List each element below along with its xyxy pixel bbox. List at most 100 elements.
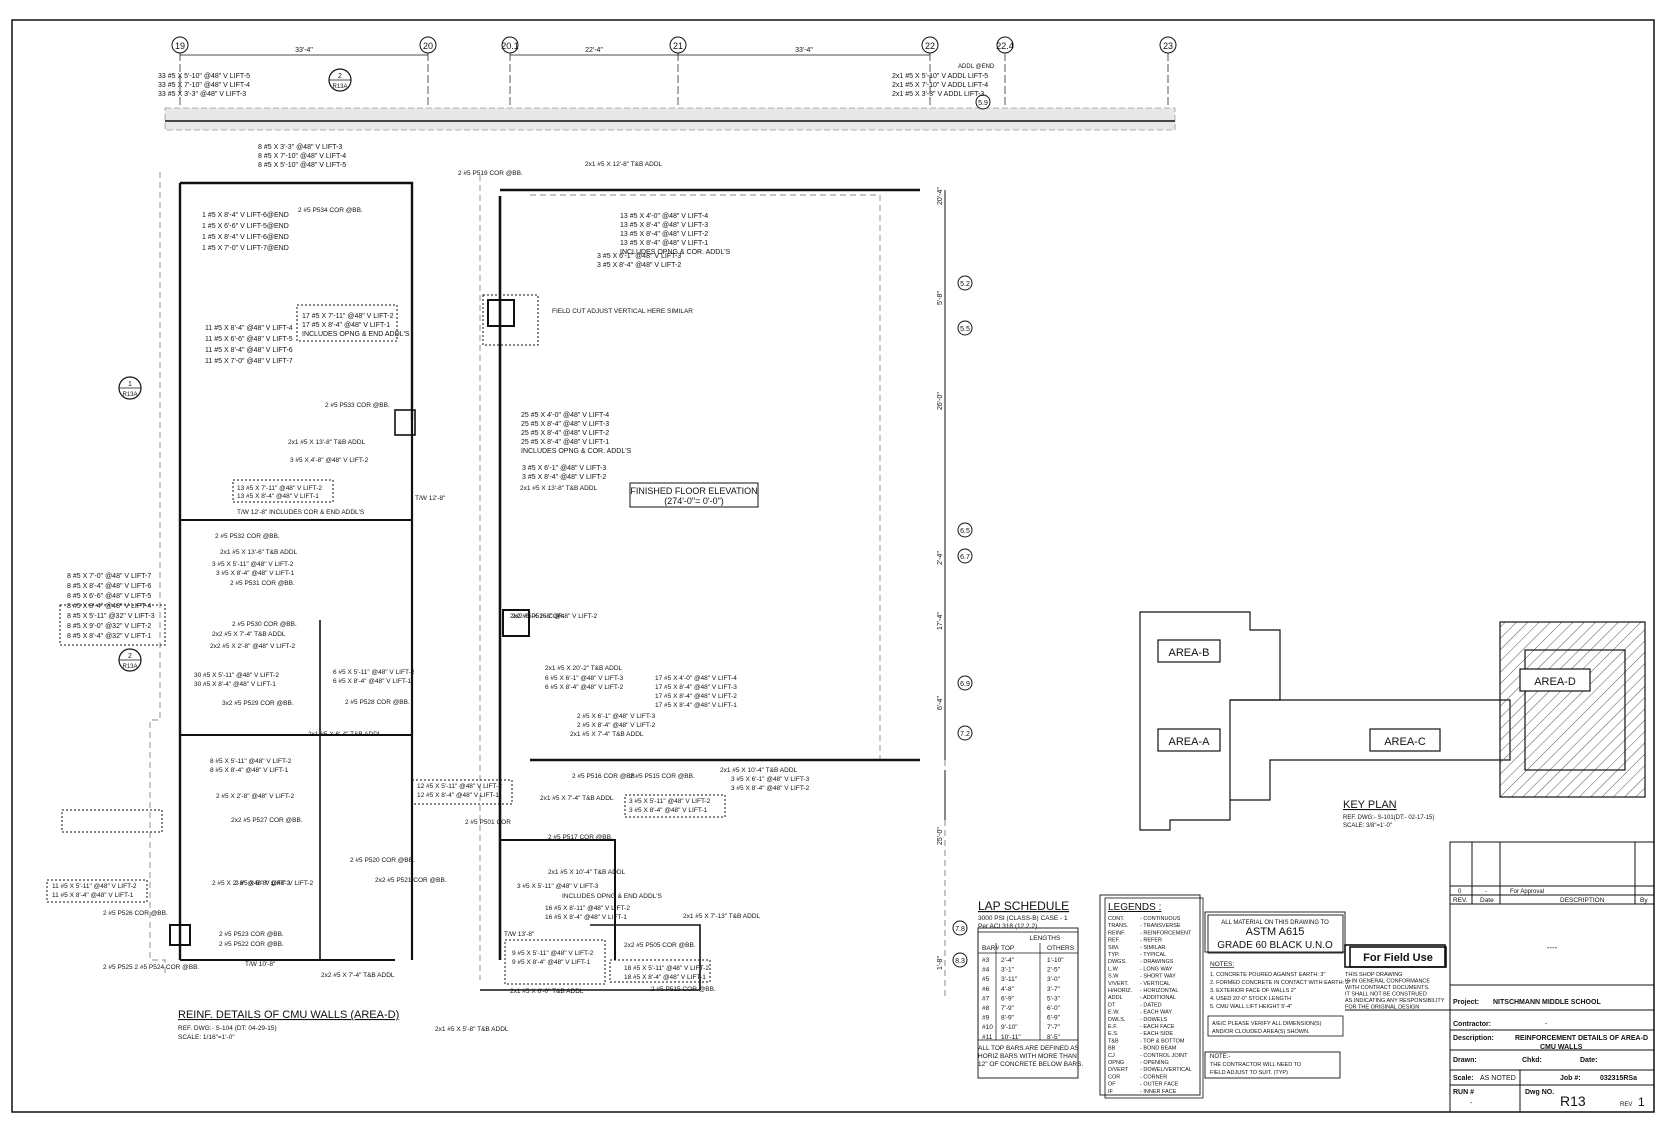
dimension-label: 22'-4" bbox=[585, 47, 603, 54]
scale-value: AS NOTED bbox=[1480, 1075, 1516, 1082]
legend-meaning: - DATED bbox=[1140, 1002, 1162, 1008]
rebar-callout: 33 #5 X 7'-10" @48" V LIFT-4 bbox=[158, 82, 250, 89]
run-label: RUN # bbox=[1453, 1089, 1474, 1096]
rebar-callout: 16 #5 X 8'-4" @48" V LIFT-1 bbox=[545, 914, 627, 921]
rebar-callout: 2x2 #5 P521 COR @BB. bbox=[375, 877, 447, 884]
lap-table-cell: 5'-3" bbox=[1047, 995, 1061, 1002]
stamp-label: For Field Use bbox=[1363, 952, 1433, 964]
rebar-callout: 6 #5 X 8'-4" @48" V LIFT-1 bbox=[333, 678, 412, 685]
section-mark-sheet: R13A bbox=[122, 664, 137, 670]
drawn-label: Drawn: bbox=[1453, 1057, 1477, 1064]
rebar-callout: 17 #5 X 8'-4" @48" V LIFT-1 bbox=[302, 322, 390, 329]
dimension-label: 6'-4" bbox=[937, 696, 944, 710]
grid-bubble bbox=[1159, 36, 1177, 54]
description-line: REINFORCEMENT DETAILS OF AREA-D bbox=[1515, 1035, 1648, 1042]
contractor-name: - bbox=[1545, 1021, 1548, 1028]
revision-header: Date bbox=[1480, 897, 1494, 904]
revision-placeholder: ---- bbox=[1547, 943, 1558, 952]
grid-bubble-label: 22 bbox=[925, 41, 935, 51]
lap-table-header: OTHERS bbox=[1047, 945, 1075, 952]
rebar-callout: 3 #5 X 6'-1" @48" V LIFT-3 bbox=[731, 776, 810, 783]
legend-abbr: OPNG bbox=[1108, 1060, 1124, 1066]
material-notes-box bbox=[1204, 911, 1346, 1079]
rebar-callout: 2x2 #5 P527 COR @BB. bbox=[231, 817, 303, 824]
rebar-callout: 2 #5 P501 COR bbox=[465, 819, 511, 826]
rebar-callout: 2 #5 P519 COR @BB. bbox=[458, 170, 523, 177]
description-line: CMU WALLS bbox=[1540, 1044, 1583, 1051]
rebar-callout: 17 #5 X 7'-11" @48" V LIFT-2 bbox=[302, 313, 394, 320]
rebar-callout: 2x1 #5 X 7'-10" V ADDL LIFT-4 bbox=[892, 82, 988, 89]
rebar-callout: 2x1 #5 X 7'-13" T&B ADDL bbox=[683, 913, 761, 920]
key-plan-scale: SCALE: 3/8"=1'-0" bbox=[1343, 823, 1392, 829]
job-label: Job #: bbox=[1560, 1075, 1581, 1082]
lap-table-cell: 2'-4" bbox=[1001, 957, 1015, 964]
rebar-callout: 3 #5 X 5'-11" @48" V LIFT-2 bbox=[629, 798, 711, 805]
legend-meaning: - TRANSVERSE bbox=[1140, 923, 1181, 929]
rebar-callout: 8 #5 X 5'-11" @48" V LIFT-2 bbox=[210, 758, 292, 765]
grid-bubble bbox=[996, 36, 1014, 54]
rebar-callout: 1 #5 X 7'-0" V LIFT-7@END bbox=[202, 245, 289, 252]
scale-label: Scale: bbox=[1453, 1075, 1474, 1082]
note-text: FIELD ADJUST TO SUIT. (TYP) bbox=[1210, 1070, 1288, 1076]
rebar-callout: 12 #5 X 8'-4" @48" V LIFT-1 bbox=[417, 792, 499, 799]
legend-meaning: - SHORT WAY bbox=[1140, 974, 1176, 980]
floor-elevation-label: FINISHED FLOOR ELEVATION bbox=[630, 486, 757, 496]
lap-table-cell: 1'-10" bbox=[1047, 957, 1064, 964]
revision-cell: For Approval bbox=[1510, 889, 1544, 895]
floor-elevation-box bbox=[629, 482, 759, 508]
rebar-callout: T/W 10'-8" bbox=[245, 961, 276, 968]
legend-abbr: REF. bbox=[1108, 938, 1120, 944]
rebar-callout: 8 #5 X 3'-3" @48" V LIFT-3 bbox=[258, 144, 342, 151]
rebar-callout: 2 #5 P530 COR @BB. bbox=[232, 621, 297, 628]
rebar-callout: 2 #5 P525 2 #5 P524 COR @BB. bbox=[103, 964, 199, 971]
legend-abbr: BB bbox=[1108, 1046, 1116, 1052]
dimension-label: 2'-4" bbox=[937, 551, 944, 565]
note-item: 5. CMU WALL LIFT HEIGHT 5'-4" bbox=[1210, 1004, 1292, 1010]
lap-table-cell: 3'-7" bbox=[1047, 986, 1061, 993]
rebar-callout: 1 #5 X 6'-6" V LIFT-5@END bbox=[202, 223, 289, 230]
grid-bubble bbox=[957, 725, 973, 741]
contractor-label: Contractor: bbox=[1453, 1021, 1491, 1028]
grid-bubble-label: 19 bbox=[175, 41, 185, 51]
legend-meaning: - CONTROL JOINT bbox=[1140, 1053, 1188, 1059]
rebar-callout: 11 #5 X 7'-0" @48" V LIFT-7 bbox=[205, 358, 293, 365]
grid-bubble-label: 6.7 bbox=[960, 554, 970, 561]
rebar-callout: 3 #5 X 6'-1" @48" V LIFT-3 bbox=[522, 465, 606, 472]
lap-schedule-footnote: ALL TOP BARS ARE DEFINED AS bbox=[978, 1045, 1080, 1052]
rebar-callout: 33 #5 X 3'-3" @48" V LIFT-3 bbox=[158, 91, 246, 98]
rebar-callout: 2 #5 P523 COR @BB. bbox=[219, 931, 284, 938]
rebar-callout: 13 #5 X 8'-4" @48" V LIFT-1 bbox=[237, 493, 319, 500]
rebar-callout: 3 #5 X 6'-1" @48" V LIFT-3 bbox=[597, 253, 681, 260]
rebar-callout: 2 #5 X 8'-4" @48" V LIFT-2 bbox=[577, 722, 656, 729]
rebar-callout: 6 #5 X 8'-4" @48" V LIFT-2 bbox=[545, 684, 624, 691]
material-spec: ASTM A615 bbox=[1246, 926, 1305, 938]
rebar-callout: 25 #5 X 8'-4" @48" V LIFT-2 bbox=[521, 430, 609, 437]
rebar-callout: 8 #5 X 9'-0" @32" V LIFT-2 bbox=[67, 623, 151, 630]
rebar-callout: 2x1 #5 X 10'-4" T&B ADDL bbox=[548, 869, 626, 876]
dimension-label: 33'-4" bbox=[795, 47, 813, 54]
rebar-callout: 2x2 #5 X 2'-8" @48" V LIFT-2 bbox=[512, 613, 597, 620]
rebar-callout: 2x2 #5 P505 COR @BB. bbox=[624, 942, 696, 949]
grid-bubble-label: 21 bbox=[673, 41, 683, 51]
rebar-callout: 8 #5 X 8'-4" @32" V LIFT-1 bbox=[67, 633, 151, 640]
dwg-number: R13 bbox=[1560, 1093, 1586, 1109]
lap-table-cell: 2'-5" bbox=[1047, 967, 1061, 974]
lap-table-cell: 3'-11" bbox=[1001, 976, 1018, 983]
rebar-callout: 9 #5 X 8'-4" @48" V LIFT-1 bbox=[512, 959, 591, 966]
rebar-callout: 3 #5 X 8'-4" @48" V LIFT-1 bbox=[629, 807, 708, 814]
rebar-callout: 3 #5 X 8'-4" @48" V LIFT-2 bbox=[597, 262, 681, 269]
legend-abbr: E.S. bbox=[1108, 1031, 1119, 1037]
legend-abbr: D/VERT bbox=[1108, 1067, 1129, 1073]
rebar-callout: 2x1 #5 X 12'-8" T&B ADDL bbox=[585, 161, 663, 168]
material-frame bbox=[1207, 914, 1344, 954]
legend-meaning: - EACH FACE bbox=[1140, 1024, 1175, 1030]
lap-table-cell: 3'-1" bbox=[1001, 967, 1015, 974]
rebar-callout: 13 #5 X 7'-11" @48" V LIFT-2 bbox=[237, 485, 322, 492]
rebar-callout: 3 #5 X 5'-11" @48" V LIFT-3 bbox=[517, 883, 599, 890]
dimension-label: 1'-8" bbox=[937, 956, 944, 970]
dimension-label: 5'-8" bbox=[937, 291, 944, 305]
dimension-label: 33'-4" bbox=[295, 47, 313, 54]
rebar-callout: 8 #5 X 6'-6" @48" V LIFT-5 bbox=[67, 593, 151, 600]
legend-abbr: ADDL bbox=[1108, 995, 1123, 1001]
rebar-callout: 2x1 #5 X 7'-4" T&B ADDL bbox=[570, 731, 644, 738]
